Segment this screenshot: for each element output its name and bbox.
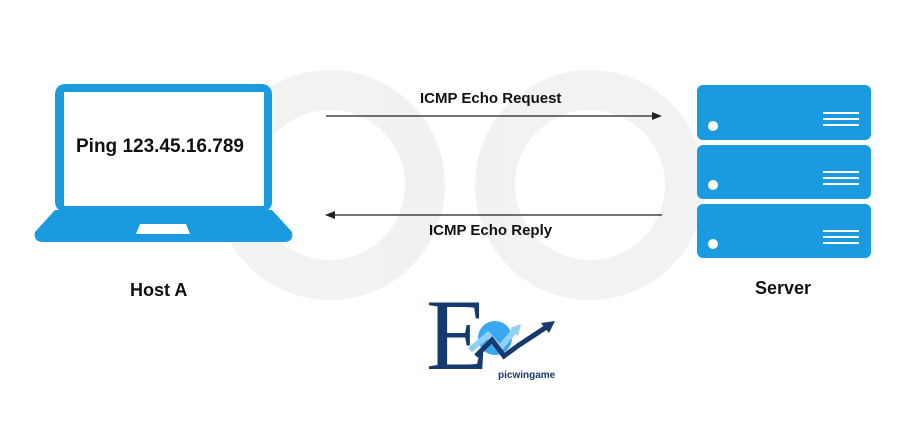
watermark	[215, 70, 705, 300]
request-arrow	[326, 112, 662, 120]
server-label: Server	[755, 278, 812, 298]
logo-text: picwingame	[498, 370, 556, 381]
logo-letter: E	[426, 279, 489, 392]
laptop-icon	[34, 84, 293, 242]
reply-label: ICMP Echo Reply	[429, 222, 553, 239]
request-label: ICMP Echo Request	[420, 90, 562, 107]
host-label: Host A	[130, 280, 188, 300]
epicwingame-logo	[468, 321, 555, 360]
reply-arrow	[325, 211, 662, 219]
server-icon	[697, 85, 871, 258]
ping-command-text: Ping 123.45.16.789	[76, 136, 244, 157]
